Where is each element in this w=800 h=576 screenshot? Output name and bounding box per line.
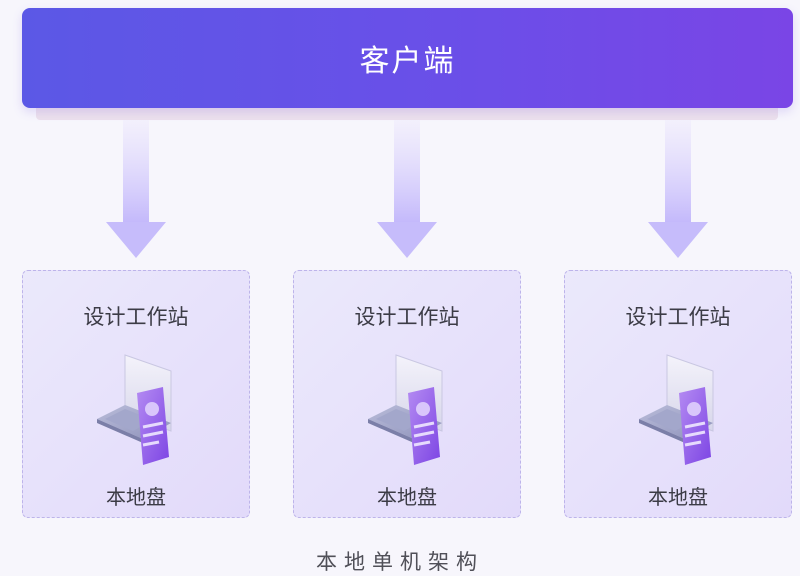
- workstation-title: 设计工作站: [83, 305, 189, 329]
- laptop-with-profile-card-icon: [639, 354, 714, 465]
- local-disk-label: 本地盘: [648, 485, 708, 509]
- local-disk-label: 本地盘: [106, 485, 166, 509]
- laptop-with-profile-card-icon: [368, 354, 443, 465]
- client-title: 客户端: [359, 44, 456, 79]
- workstation-title: 设计工作站: [625, 305, 731, 329]
- workstation-box-3: 设计工作站 本地盘: [564, 270, 792, 518]
- workstation-box-2: 设计工作站 本地盘: [293, 270, 521, 518]
- client-bar-shadow: [36, 108, 778, 120]
- diagram-caption: 本地单机架构: [316, 550, 484, 574]
- workstation-box-1: 设计工作站 本地盘: [22, 270, 250, 518]
- down-arrow-icon: [106, 120, 166, 258]
- down-arrow-icon: [648, 120, 708, 258]
- local-disk-label: 本地盘: [377, 485, 437, 509]
- client-bar: 客户端: [22, 8, 793, 108]
- laptop-with-profile-card-icon: [97, 354, 172, 465]
- down-arrow-icon: [377, 120, 437, 258]
- workstation-title: 设计工作站: [354, 305, 460, 329]
